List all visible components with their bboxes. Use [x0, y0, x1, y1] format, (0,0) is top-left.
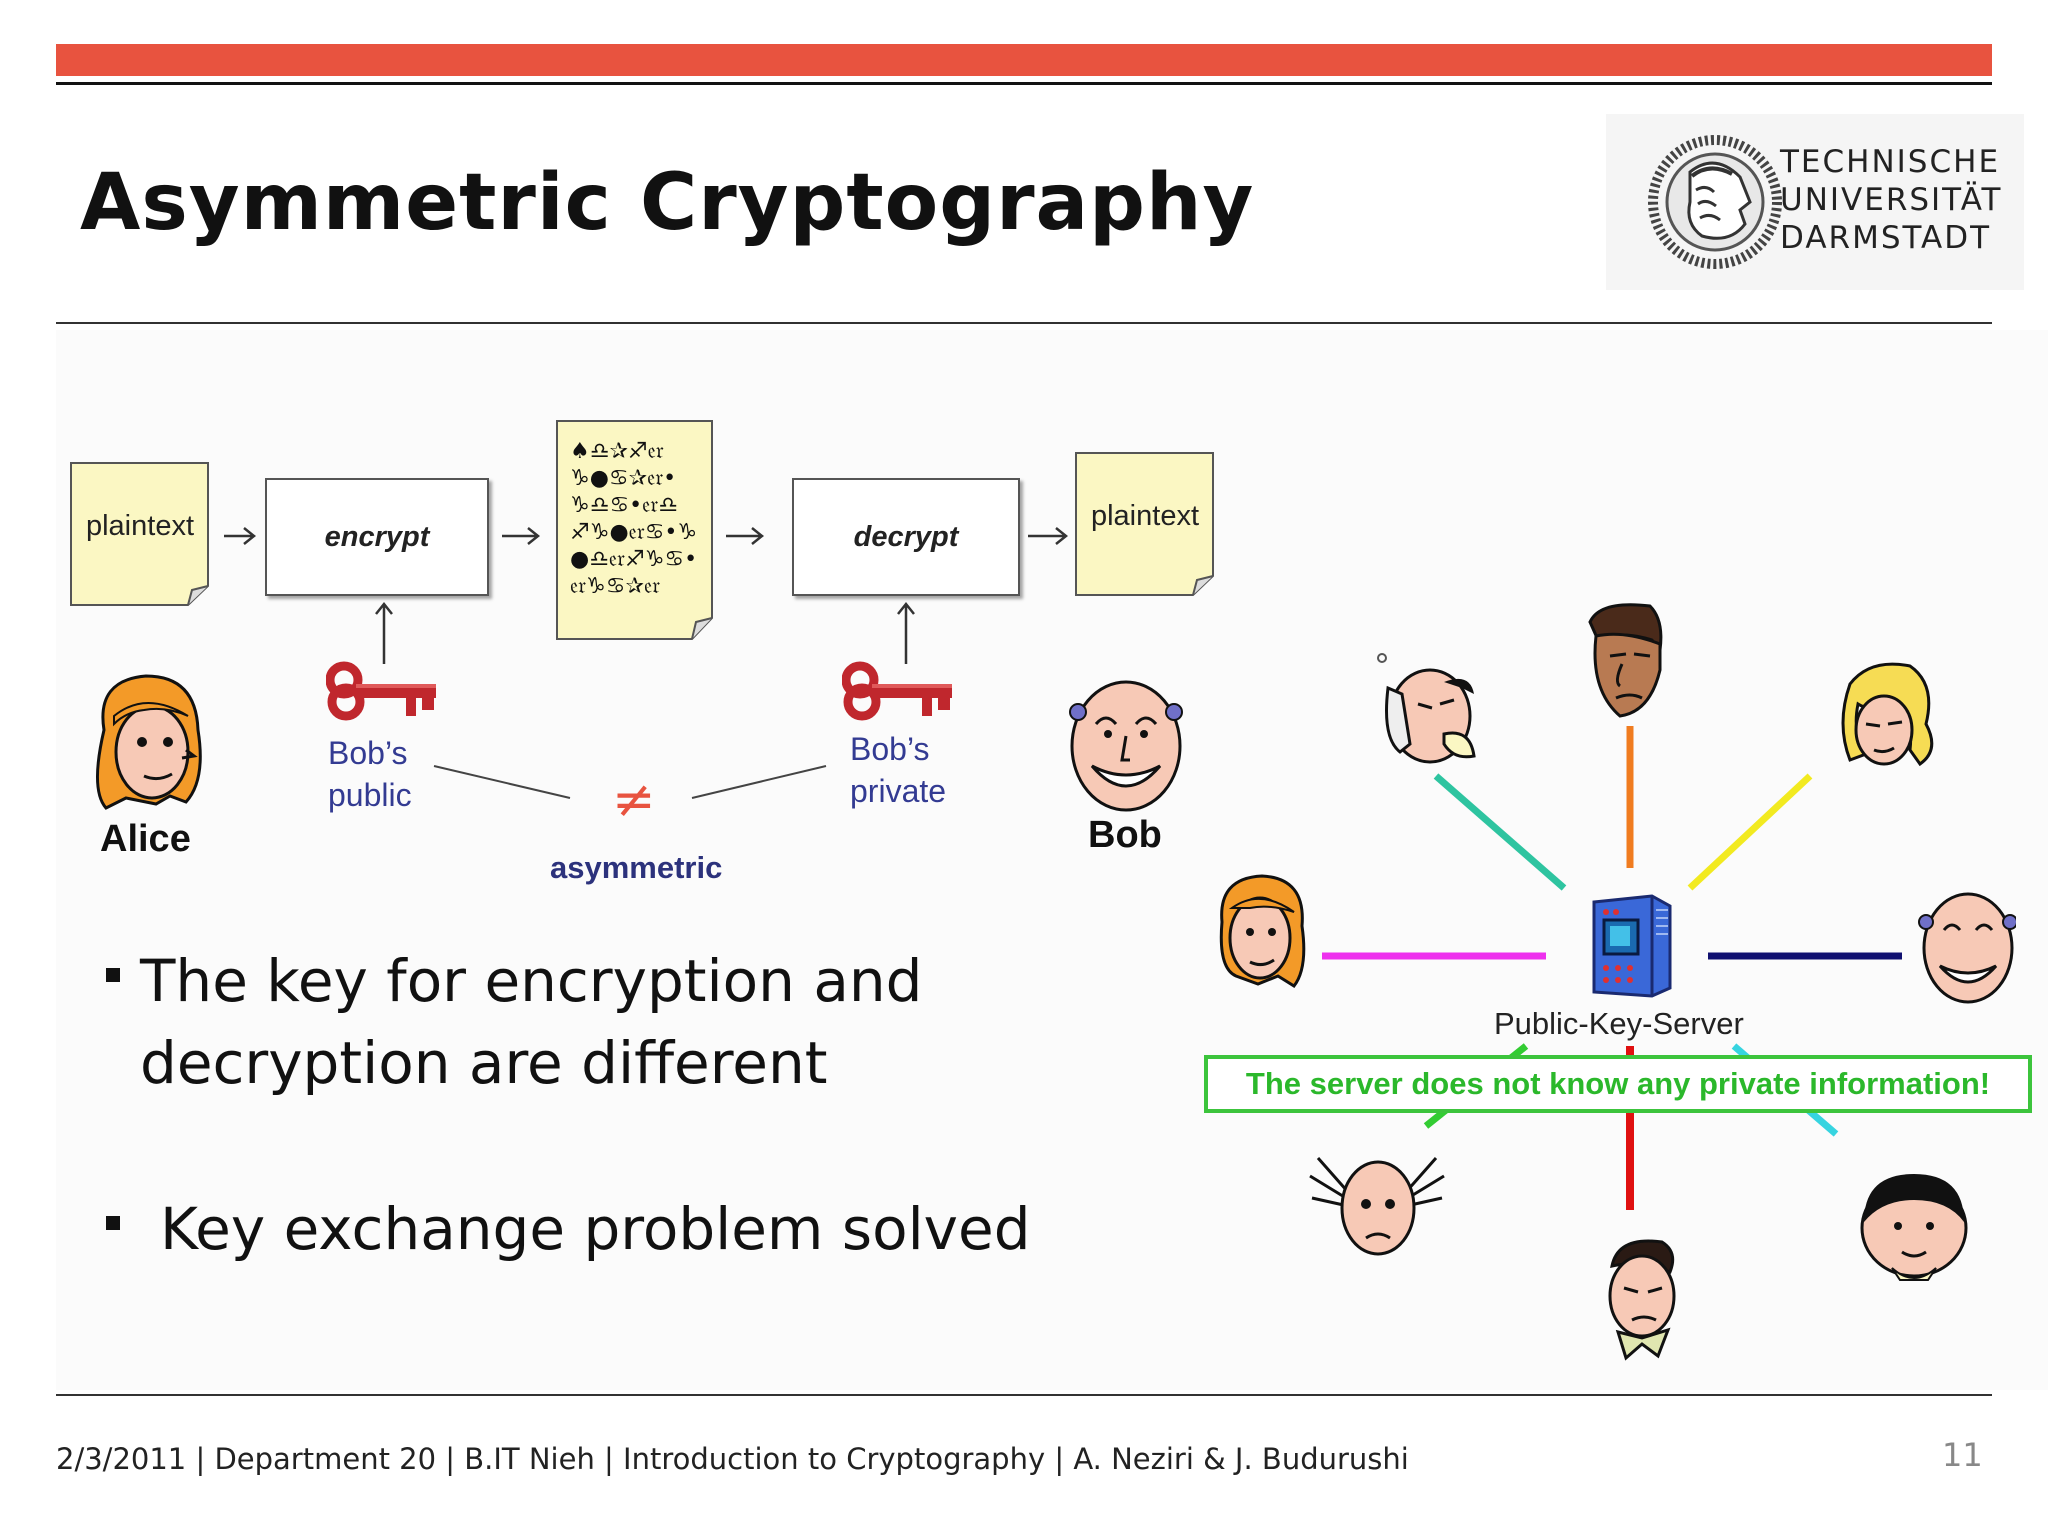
- man-bowl-cut-face-icon: [1860, 1174, 1968, 1281]
- bullet-1-line-1: The key for encryption and: [140, 947, 923, 1015]
- footer-divider: [56, 1394, 1992, 1396]
- private-key-label: Bob’s private: [850, 728, 946, 812]
- alice-small-face-icon: [1219, 874, 1306, 988]
- title-divider: [56, 322, 1992, 324]
- ciphertext-line: ♐♑●𝔢𝔯♋•♑: [570, 520, 698, 545]
- ciphertext-line: ♑●♋✰𝔢𝔯•: [570, 466, 677, 491]
- public-key-icon: [326, 661, 436, 721]
- ciphertext-line: ♑♎♋•𝔢𝔯♎: [570, 493, 678, 518]
- ciphertext-line: ●♎𝔢𝔯♐♑♋•: [570, 547, 698, 572]
- not-equal-sign: ≠: [612, 770, 656, 830]
- private-key-label-line-1: Bob’s: [850, 731, 930, 767]
- slide-title: Asymmetric Cryptography: [80, 158, 1255, 248]
- old-man-phone-face-icon: [1377, 653, 1476, 764]
- document-icon: [70, 462, 209, 606]
- server-privacy-notice: The server does not know any private inf…: [1204, 1055, 2032, 1113]
- bullet-2: Key exchange problem solved: [160, 1195, 1031, 1263]
- bullet-1: The key for encryption and decryption ar…: [140, 940, 922, 1104]
- athena-emblem-icon: [1648, 135, 1782, 269]
- arrow-right-icon: [224, 527, 257, 545]
- server-computer-icon: [1592, 894, 1672, 998]
- university-logo: TECHNISCHE UNIVERSITÄT DARMSTADT: [1606, 114, 2024, 290]
- arrow-right-icon: [1028, 527, 1069, 545]
- bob-small-face-icon: [1918, 892, 2016, 1004]
- private-key-icon: [842, 661, 952, 721]
- public-key-label-line-1: Bob’s: [328, 735, 408, 771]
- encrypt-box: encrypt: [265, 478, 489, 596]
- document-icon: [1075, 452, 1214, 596]
- page-number: 11: [1942, 1436, 1983, 1474]
- private-key-label-line-2: private: [850, 773, 947, 809]
- man-tie-face-icon: [1608, 1239, 1676, 1361]
- plaintext-document-right: plaintext: [1075, 452, 1215, 596]
- asymmetric-label: asymmetric: [550, 850, 723, 885]
- arrow-right-icon: [726, 527, 765, 545]
- bullet-1-line-2: decryption are different: [140, 1029, 828, 1097]
- asymmetric-connector-lines: [433, 765, 827, 799]
- ciphertext-line: 𝔢𝔯♑♋✰𝔢𝔯: [570, 574, 660, 599]
- logo-line-2: UNIVERSITÄT: [1780, 182, 2003, 218]
- ciphertext-symbols: ♠♎✰♐𝔢𝔯 ♑●♋✰𝔢𝔯• ♑♎♋•𝔢𝔯♎ ♐♑●𝔢𝔯♋•♑ ●♎𝔢𝔯♐♑♋•…: [570, 438, 700, 600]
- decrypt-box: decrypt: [792, 478, 1020, 596]
- document-icon: [556, 420, 713, 640]
- plaintext-label-right: plaintext: [1090, 499, 1199, 532]
- ciphertext-line: ♠♎✰♐𝔢𝔯: [570, 439, 664, 464]
- bob-face-icon: [1069, 680, 1183, 812]
- public-key-label: Bob’s public: [328, 732, 412, 816]
- header-rule: [56, 82, 1992, 85]
- bald-man-face-icon: [1309, 1157, 1445, 1256]
- arrow-up-icon: [897, 601, 915, 664]
- footer-text: 2/3/2011 | Department 20 | B.IT Nieh | I…: [56, 1442, 1409, 1476]
- logo-line-3: DARMSTADT: [1780, 220, 1992, 256]
- public-key-server-label: Public-Key-Server: [1494, 1006, 1744, 1041]
- arrow-up-icon: [375, 601, 393, 664]
- header-accent-bar: [56, 44, 1992, 76]
- arrow-right-icon: [502, 527, 541, 545]
- plaintext-document-left: plaintext: [70, 462, 210, 606]
- ciphertext-document: ♠♎✰♐𝔢𝔯 ♑●♋✰𝔢𝔯• ♑♎♋•𝔢𝔯♎ ♐♑●𝔢𝔯♋•♑ ●♎𝔢𝔯♐♑♋•…: [556, 420, 714, 640]
- logo-line-1: TECHNISCHE: [1780, 144, 2001, 180]
- alice-face-icon: [96, 674, 202, 810]
- bob-label: Bob: [1088, 814, 1162, 856]
- plaintext-label-left: plaintext: [85, 509, 194, 542]
- man-dark-skin-face-icon: [1588, 603, 1663, 718]
- public-key-label-line-2: public: [328, 777, 412, 813]
- alice-label: Alice: [100, 818, 191, 860]
- blonde-woman-face-icon: [1841, 662, 1934, 767]
- bullet-marker: [106, 968, 120, 982]
- bullet-marker: [106, 1216, 120, 1230]
